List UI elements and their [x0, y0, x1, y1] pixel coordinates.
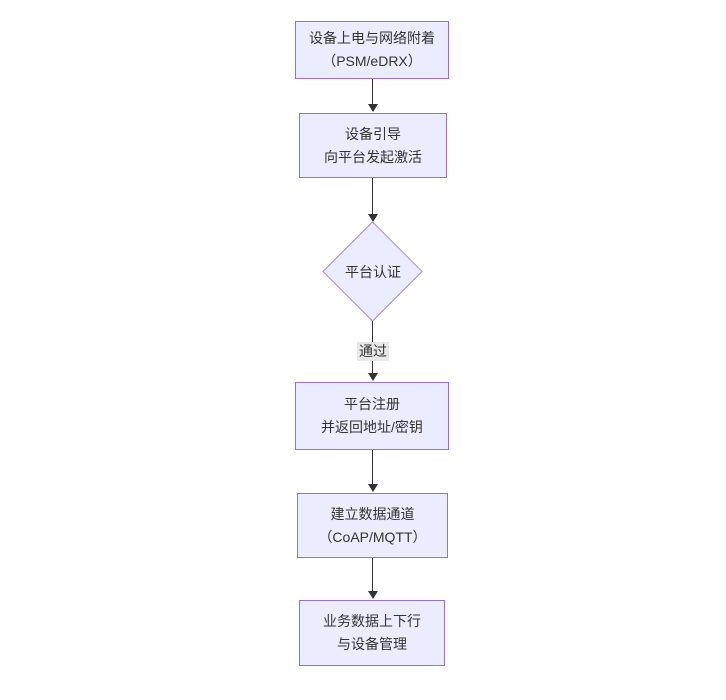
node-label-line: 设备上电与网络附着 [309, 30, 435, 46]
node-label-line: 与设备管理 [337, 636, 407, 652]
node-data-channel: 建立数据通道 （CoAP/MQTT） [297, 493, 448, 558]
edge-line-2 [372, 178, 373, 215]
node-label-line: 并返回地址/密钥 [321, 419, 423, 435]
node-label-line: 平台注册 [344, 396, 400, 412]
node-label-line: （CoAP/MQTT） [318, 528, 427, 545]
node-label-line: 平台认证 [345, 264, 401, 280]
node-label-line: 设备引导 [345, 125, 401, 142]
edge-line-5 [372, 558, 373, 592]
arrowhead-down-icon [368, 591, 378, 599]
edge-line-1 [372, 79, 373, 105]
node-business-data: 业务数据上下行 与设备管理 [299, 600, 445, 666]
arrowhead-down-icon [368, 484, 378, 492]
node-label-line: 向平台发起激活 [324, 148, 422, 165]
node-device-bootstrap: 设备引导 向平台发起激活 [299, 113, 447, 178]
node-device-power-attach: 设备上电与网络附着 （PSM/eDRX） [295, 21, 449, 79]
arrowhead-down-icon [368, 104, 378, 112]
node-label-line: 业务数据上下行 [323, 613, 421, 629]
node-label-line: 建立数据通道 [330, 505, 415, 522]
edge-label-pass: 通过 [357, 342, 389, 361]
arrowhead-down-icon [368, 373, 378, 381]
edge-line-4 [372, 450, 373, 485]
node-label-line: （PSM/eDRX） [322, 53, 422, 69]
arrowhead-down-icon [368, 214, 378, 222]
node-platform-register: 平台注册 并返回地址/密钥 [295, 382, 449, 450]
